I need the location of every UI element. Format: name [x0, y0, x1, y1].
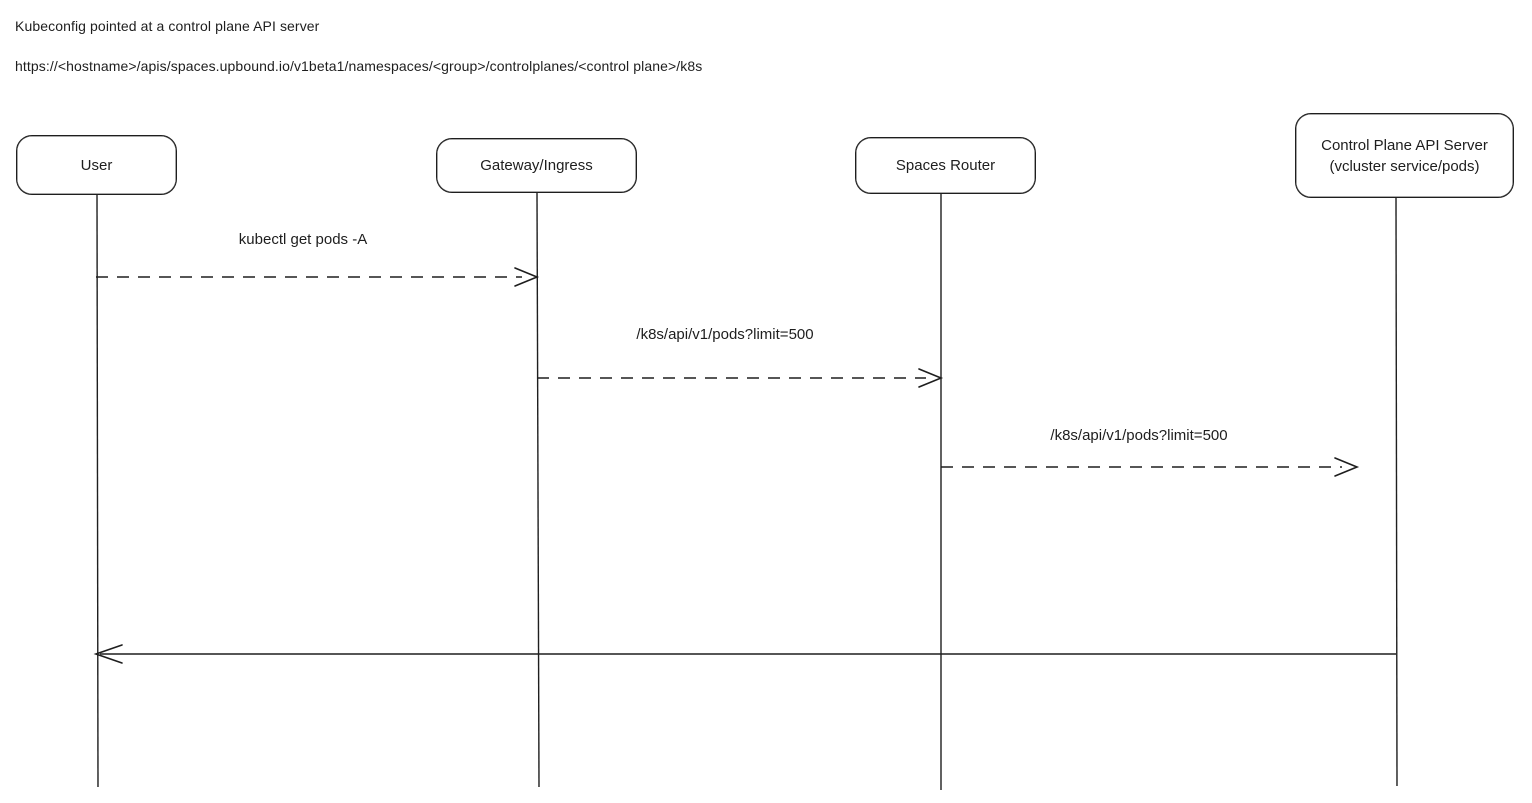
arrowhead-msg-2: [918, 368, 944, 388]
message-label-k8s-api-1: /k8s/api/v1/pods?limit=500: [636, 326, 814, 343]
lifeline-control-plane: [1395, 197, 1398, 787]
message-arrows: [93, 267, 1396, 664]
diagram-title: Kubeconfig pointed at a control plane AP…: [15, 18, 320, 34]
kubeconfig-url-text: https://<hostname>/apis/spaces.upbound.i…: [15, 58, 703, 74]
arrowhead-msg-3: [1334, 457, 1360, 477]
arrowhead-msg-4: [93, 644, 123, 664]
lifelines: [96, 192, 1398, 790]
participant-gateway-ingress: Gateway/Ingress: [436, 138, 637, 193]
participant-spaces-router: Spaces Router: [855, 137, 1036, 194]
participant-label-line1: Control Plane API Server: [1321, 136, 1488, 154]
message-label-kubectl: kubectl get pods -A: [238, 231, 368, 248]
lifeline-gateway-ingress: [536, 192, 540, 788]
arrowhead-msg-1: [514, 267, 540, 287]
lifeline-user: [96, 194, 99, 788]
participant-label: Gateway/Ingress: [480, 157, 593, 174]
message-label-k8s-api-2: /k8s/api/v1/pods?limit=500: [1050, 427, 1228, 444]
participant-label: User: [80, 156, 113, 174]
participant-control-plane-api-server: Control Plane API Server (vcluster servi…: [1295, 113, 1514, 198]
participant-label: Spaces Router: [895, 157, 996, 174]
participant-user: User: [16, 135, 177, 195]
participant-label-line2: (vcluster service/pods): [1329, 157, 1480, 175]
